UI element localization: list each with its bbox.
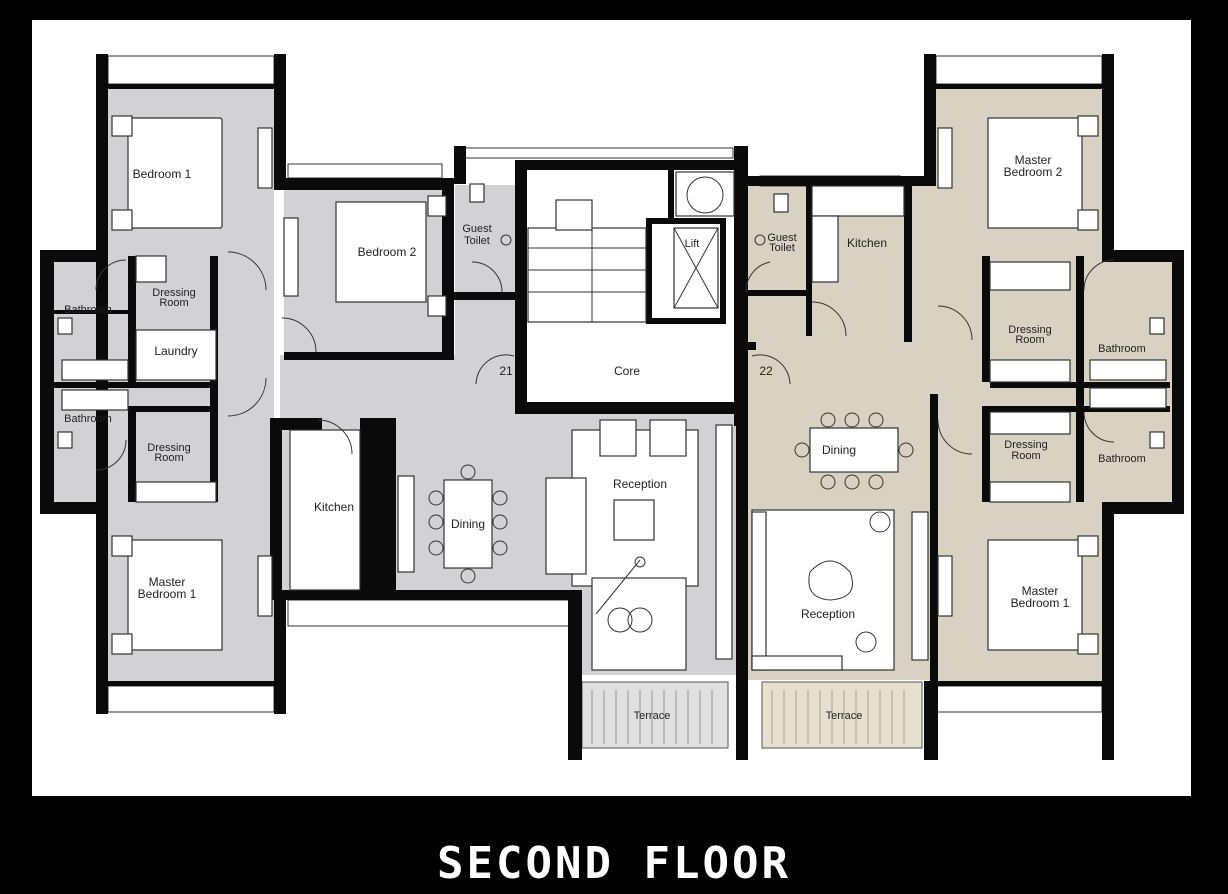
label-bedroom-1: Bedroom 1 (133, 167, 192, 181)
label-reception-left: Reception (613, 477, 667, 491)
label-guest-toilet-left-2: Toilet (464, 235, 490, 247)
window-strips (107, 55, 1103, 713)
label-dressing-top-right-1: Dressing (1008, 324, 1051, 336)
label-dressing-bottom-left-1: Dressing (147, 442, 190, 454)
label-core: Core (614, 364, 640, 378)
label-dining-left: Dining (451, 517, 485, 531)
label-master-bedroom2-1: Master (1015, 153, 1052, 167)
floor-plan: Bedroom 1 Bedroom 2 Guest Toilet Dressin… (40, 54, 1184, 760)
label-terrace-right: Terrace (826, 710, 863, 722)
label-dining-right: Dining (822, 443, 856, 457)
label-terrace-left: Terrace (634, 710, 671, 722)
label-dressing-bottom-left-2: Room (154, 452, 183, 464)
fixtures-detail (95, 176, 1115, 653)
label-dressing-bottom-right-1: Dressing (1004, 439, 1047, 451)
label-guest-toilet-right-1: Guest (767, 232, 796, 244)
label-unit-22: 22 (759, 364, 773, 378)
label-bathroom-bottom-right: Bathroom (1098, 453, 1146, 465)
label-dressing-top-left-2: Room (159, 297, 188, 309)
label-kitchen-left: Kitchen (314, 500, 354, 514)
terrace-right (761, 681, 923, 749)
floor-title: SECOND FLOOR (437, 838, 791, 889)
label-laundry: Laundry (154, 344, 197, 358)
furniture (57, 115, 1167, 671)
label-master-bedroom1-right-2: Bedroom 1 (1011, 596, 1070, 610)
label-dressing-bottom-right-2: Room (1011, 450, 1040, 462)
label-guest-toilet-left-1: Guest (462, 223, 491, 235)
label-bathroom-top-right: Bathroom (1098, 343, 1146, 355)
label-dressing-top-left-1: Dressing (152, 287, 195, 299)
walls (40, 54, 1184, 760)
label-master-bedroom1-right-1: Master (1022, 584, 1059, 598)
label-bathroom-bottom-left: Bathroom (64, 413, 112, 425)
label-lift: Lift (685, 238, 700, 250)
label-guest-toilet-right-2: Toilet (769, 242, 795, 254)
label-kitchen-right: Kitchen (847, 236, 887, 250)
terrace-left (581, 681, 729, 749)
label-bathroom-top-left: Bathroom (64, 304, 112, 316)
label-unit-21: 21 (499, 364, 513, 378)
label-master-bedroom1-left-2: Bedroom 1 (138, 587, 197, 601)
room-labels: Bedroom 1 Bedroom 2 Guest Toilet Dressin… (64, 153, 1146, 722)
label-master-bedroom2-2: Bedroom 2 (1004, 165, 1063, 179)
label-dressing-top-right-2: Room (1015, 334, 1044, 346)
label-bedroom-2: Bedroom 2 (358, 245, 417, 259)
label-reception-right: Reception (801, 607, 855, 621)
label-master-bedroom1-left-1: Master (149, 575, 186, 589)
